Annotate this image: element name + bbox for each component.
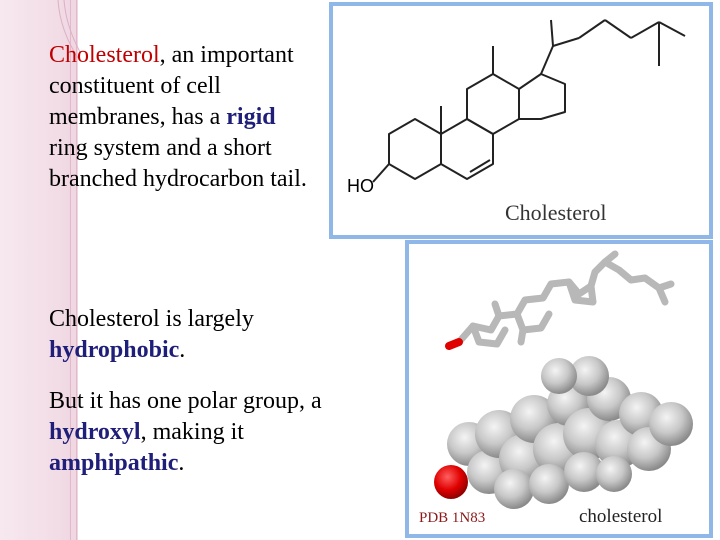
stick-model-oxygen xyxy=(445,338,463,350)
paragraph-text: . xyxy=(179,337,186,363)
structure-figure-panel: HO Cholesterol xyxy=(329,2,713,239)
side-decoration-line xyxy=(76,0,77,540)
paragraph-hydrophobic: Cholesterol is largely hydrophobic. xyxy=(49,304,339,366)
cholesterol-skeletal-formula xyxy=(372,19,686,183)
side-decoration-line xyxy=(70,0,71,540)
term-hydrophobic: hydrophobic xyxy=(49,337,180,363)
paragraph-text: Cholesterol is largely xyxy=(49,306,254,332)
space-filling-model xyxy=(434,356,693,509)
side-decoration-band xyxy=(0,0,78,540)
molecular-model-panel: PDB 1N83 cholesterol xyxy=(405,240,713,538)
hydroxyl-group-label: HO xyxy=(347,176,374,196)
side-decoration-curve xyxy=(57,0,80,59)
paragraph-text: But it has one polar group, a xyxy=(49,388,322,414)
term-rigid: rigid xyxy=(226,104,276,130)
model-caption: cholesterol xyxy=(579,506,663,527)
pdb-source-label: PDB 1N83 xyxy=(419,510,486,526)
paragraph-text: ring system and a short branched hydroca… xyxy=(49,135,307,192)
paragraph-text: , making it xyxy=(140,419,244,445)
oxygen-atom xyxy=(434,465,468,499)
paragraph-amphipathic: But it has one polar group, a hydroxyl, … xyxy=(49,386,359,479)
stick-model xyxy=(455,250,675,348)
term-hydroxyl: hydroxyl xyxy=(49,419,141,445)
figure-caption: Cholesterol xyxy=(505,200,607,225)
cholesterol-3d-models xyxy=(434,250,693,509)
paragraph-text: . xyxy=(178,450,185,476)
term-cholesterol: Cholesterol xyxy=(49,42,160,68)
paragraph-text: , an important constituent of cell membr… xyxy=(49,42,294,130)
term-amphipathic: amphipathic xyxy=(49,450,179,476)
paragraph-cholesterol-description: Cholesterol, an important constituent of… xyxy=(49,40,319,195)
